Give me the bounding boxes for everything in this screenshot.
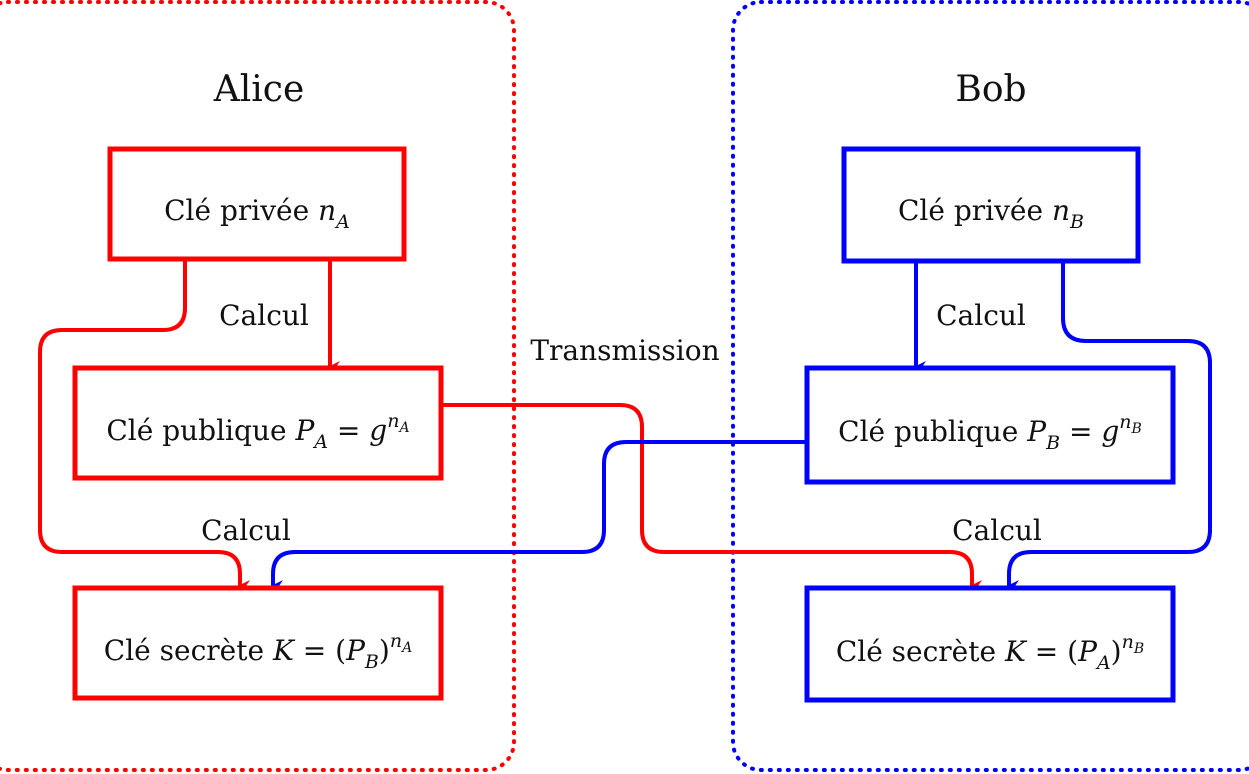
bob-title: Bob	[955, 69, 1026, 110]
alice-calc-label-1: Calcul	[219, 299, 309, 332]
bob-public-to-alice-secret-arrow	[271, 440, 807, 592]
alice-secret-key-label: Clé secrète K = (PB)nA	[104, 630, 412, 673]
transmission-label: Transmission	[530, 334, 719, 367]
bob-public-key-label: Clé publique PB = gnB	[838, 411, 1142, 454]
alice-secret-key-box	[72, 585, 444, 701]
bob-private-key-box	[841, 146, 1141, 264]
alice-private-key-box	[107, 146, 407, 262]
bob-secret-key-box	[804, 585, 1176, 703]
bob-private-to-secret-arrow	[1007, 262, 1212, 592]
bob-secret-key-label: Clé secrète K = (PA)nB	[836, 631, 1144, 674]
bob-calc-label-1: Calcul	[936, 299, 1026, 332]
alice-public-key-label: Clé publique PA = gnA	[106, 410, 409, 453]
bob-public-key-box	[804, 365, 1176, 485]
alice-title: Alice	[213, 69, 305, 110]
alice-private-key-label: Clé privée nA	[164, 194, 350, 233]
alice-private-to-secret-arrow	[38, 260, 250, 592]
alice-public-key-box	[72, 365, 444, 481]
alice-public-to-bob-secret-arrow	[442, 403, 982, 592]
bob-private-key-label: Clé privée nB	[898, 194, 1084, 233]
bob-calc-label-2: Calcul	[952, 514, 1042, 547]
alice-calc-label-2: Calcul	[201, 514, 291, 547]
